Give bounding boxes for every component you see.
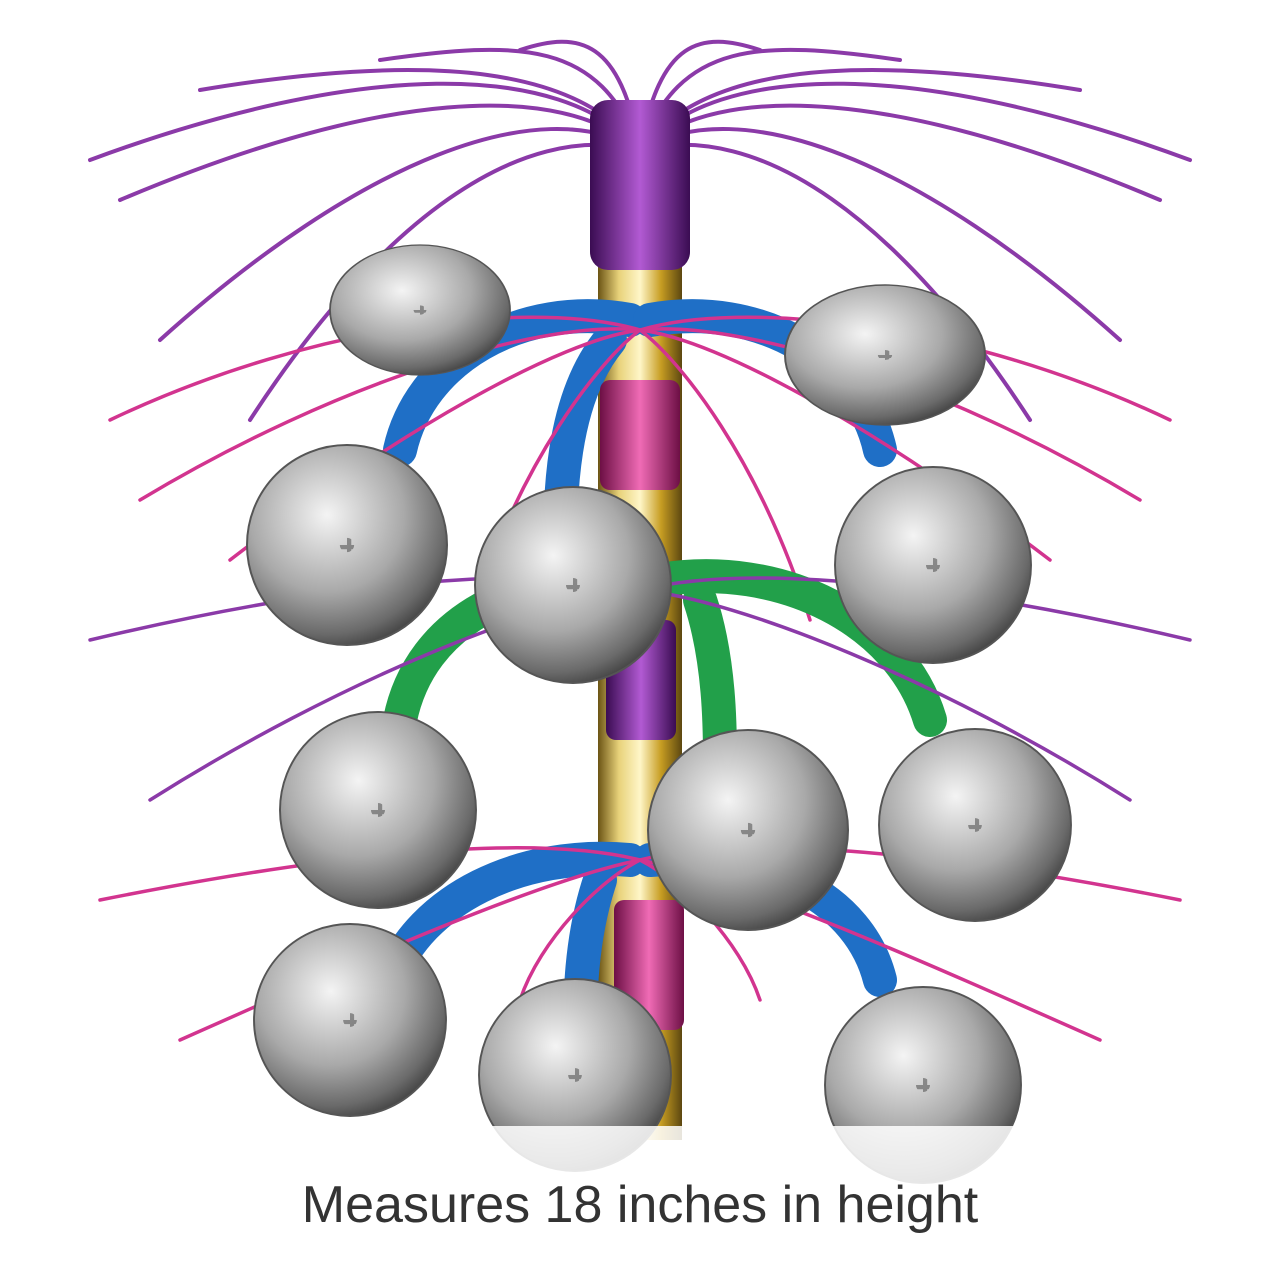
disco-ball <box>246 444 448 646</box>
purple-foil-top <box>590 100 690 270</box>
disco-ball <box>784 284 986 426</box>
caption-text: Measures 18 inches in height <box>301 1176 979 1234</box>
disco-ball <box>474 486 672 684</box>
disco-ball <box>329 244 511 376</box>
disco-ball <box>878 728 1072 922</box>
disco-ball <box>647 729 849 931</box>
magenta-foil-upper <box>600 380 680 490</box>
disco-ball <box>253 923 447 1117</box>
disco-ball <box>834 466 1032 664</box>
caption-band <box>0 1126 1280 1280</box>
disco-ball <box>279 711 477 909</box>
